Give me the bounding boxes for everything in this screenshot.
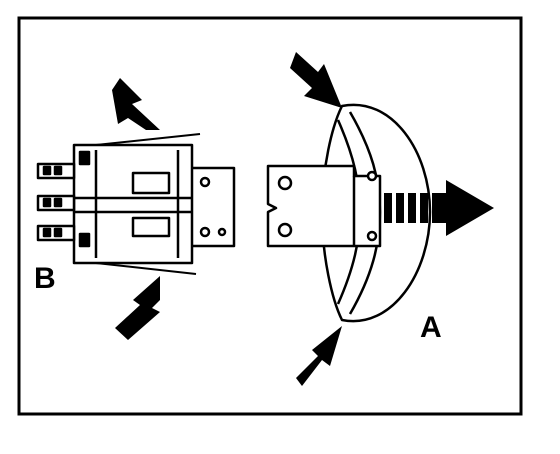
plate-hole (199, 226, 211, 238)
base-hole (366, 170, 378, 182)
base-hole (277, 175, 293, 191)
connector-body (72, 143, 194, 265)
body-clip (78, 150, 91, 166)
press-arrow-b-top (112, 78, 160, 130)
terminal-pins (36, 162, 76, 242)
plate-hole (217, 227, 227, 237)
body-clip (78, 232, 91, 248)
base-hole (277, 222, 293, 238)
part-b-connector (36, 133, 236, 275)
body-window (131, 171, 171, 195)
release-tab-bottom (95, 262, 197, 275)
label-a: A (420, 311, 442, 344)
press-arrow-a-bottom (296, 326, 342, 386)
figure-frame (17, 16, 523, 416)
plate-hole (199, 176, 211, 188)
label-b: B (34, 262, 56, 295)
body-window (131, 216, 171, 238)
part-a-lamp (266, 103, 432, 323)
release-tab-top (95, 133, 201, 146)
pull-direction-arrow (384, 180, 494, 236)
press-arrow-b-bottom (115, 276, 160, 340)
base-hole (366, 230, 378, 242)
press-arrow-a-top (290, 52, 342, 108)
